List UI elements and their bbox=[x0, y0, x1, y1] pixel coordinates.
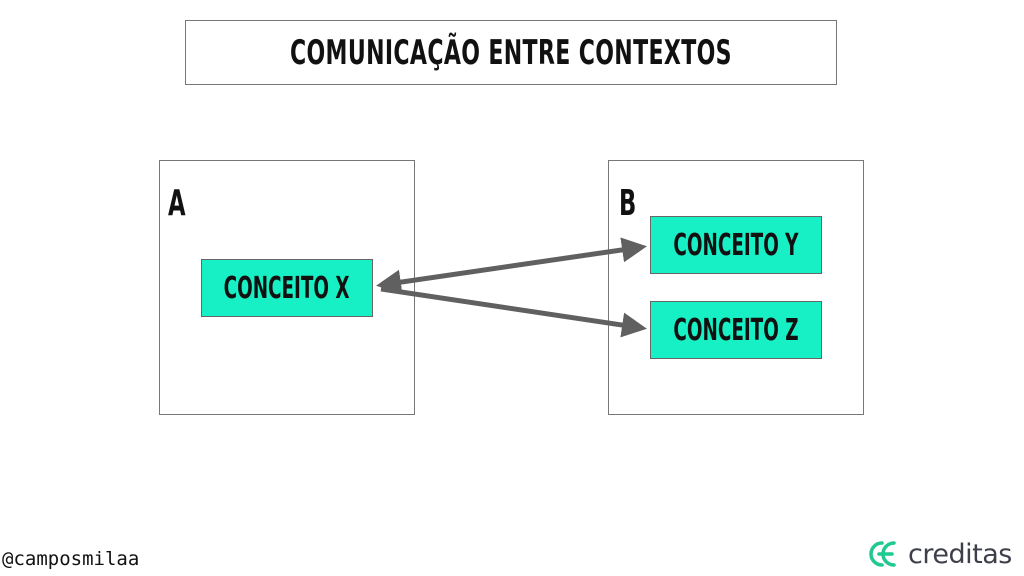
title-box: COMUNICAÇÃO ENTRE CONTEXTOS bbox=[185, 20, 837, 85]
context-b: B bbox=[608, 160, 864, 415]
author-handle: @camposmilaa bbox=[2, 548, 140, 570]
concept-y-box: CONCEITO Y bbox=[650, 216, 822, 274]
concept-x-box: CONCEITO X bbox=[201, 259, 373, 317]
arrow-x-to-y bbox=[376, 237, 647, 295]
creditas-logo-icon bbox=[869, 541, 896, 567]
concept-x-label: CONCEITO X bbox=[224, 270, 350, 306]
page-title: COMUNICAÇÃO ENTRE CONTEXTOS bbox=[290, 32, 732, 73]
concept-y-label: CONCEITO Y bbox=[673, 227, 799, 263]
concept-z-box: CONCEITO Z bbox=[650, 301, 822, 359]
arrow-x-to-z bbox=[380, 286, 647, 338]
brand-name: creditas bbox=[908, 538, 1012, 570]
concept-z-label: CONCEITO Z bbox=[673, 312, 799, 348]
brand-logo: creditas bbox=[862, 536, 1022, 572]
context-b-label: B bbox=[619, 183, 637, 224]
context-a-label: A bbox=[168, 183, 186, 224]
